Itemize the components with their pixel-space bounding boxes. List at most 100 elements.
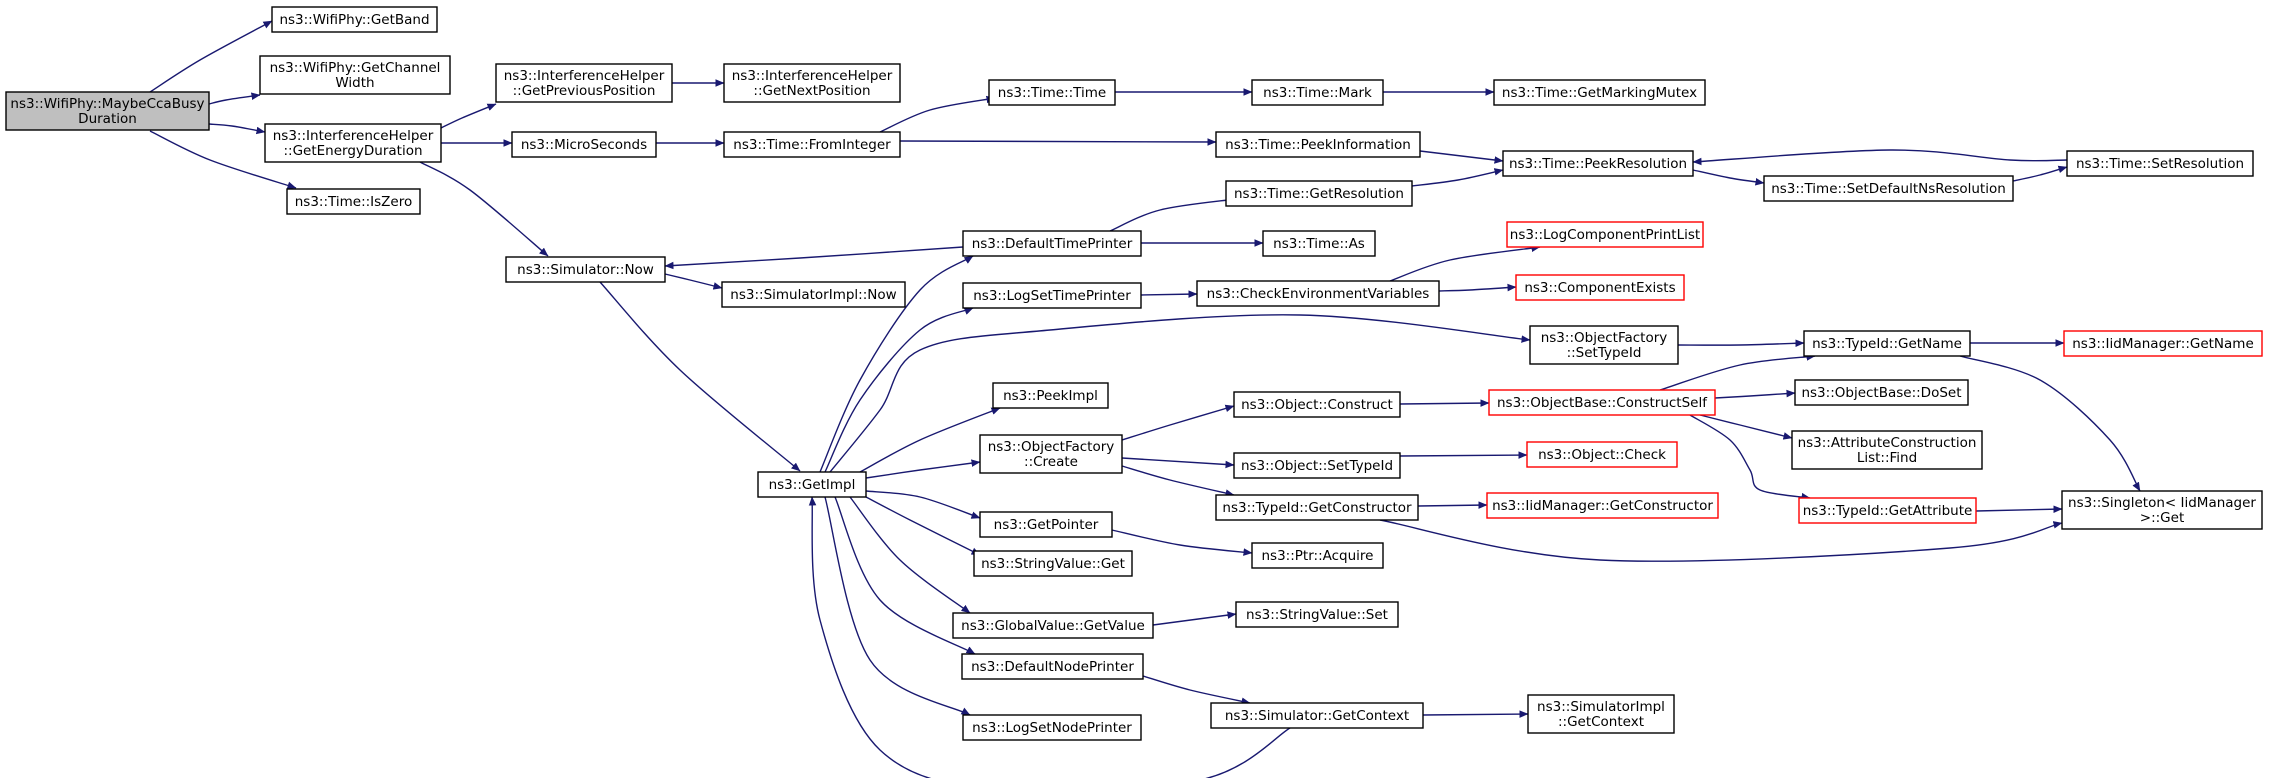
node-box-logsnp[interactable] [962,714,1142,741]
node-getpointer[interactable]: ns3::GetPointer [979,511,1113,538]
node-peekres[interactable]: ns3::Time::PeekResolution [1502,150,1694,177]
node-ihnext[interactable]: ns3::InterferenceHelper::GetNextPosition [723,63,901,103]
node-box-setdefns[interactable] [1763,175,2014,202]
node-svget[interactable]: ns3::StringValue::Get [973,550,1133,577]
node-box-ihnext[interactable] [723,63,901,103]
node-logstp[interactable]: ns3::LogSetTimePrinter [962,282,1142,309]
node-ihprev[interactable]: ns3::InterferenceHelper::GetPreviousPosi… [495,63,673,103]
node-box-getres[interactable] [1225,180,1413,207]
node-tidgetattr[interactable]: ns3::TypeId::GetAttribute [1798,497,1977,524]
node-box-obdoset[interactable] [1794,379,1969,406]
node-box-iidname[interactable] [2063,330,2263,357]
node-tidgetctor[interactable]: ns3::TypeId::GetConstructor [1215,494,1419,521]
node-box-tidgetattr[interactable] [1798,497,1977,524]
node-simimplnow[interactable]: ns3::SimulatorImpl::Now [721,281,906,308]
node-ptracquire[interactable]: ns3::Ptr::Acquire [1251,542,1384,569]
node-fromint[interactable]: ns3::Time::FromInteger [723,131,901,158]
node-box-setres[interactable] [2066,150,2254,177]
node-timetime[interactable]: ns3::Time::Time [988,79,1116,106]
node-box-simnow[interactable] [505,256,666,283]
node-box-checkenv[interactable] [1196,280,1440,307]
node-getband[interactable]: ns3::WifiPhy::GetBand [271,6,438,33]
node-box-ihenergy[interactable] [264,123,442,163]
node-box-peekinfo[interactable] [1215,131,1421,158]
node-ofcreate[interactable]: ns3::ObjectFactory::Create [979,434,1123,474]
node-box-gvgetvalue[interactable] [952,612,1154,639]
node-timeas[interactable]: ns3::Time::As [1262,230,1376,257]
node-markmutex[interactable]: ns3::Time::GetMarkingMutex [1493,79,1706,106]
node-box-getchw[interactable] [259,55,451,95]
node-box-micro[interactable] [511,131,657,158]
node-box-iszero[interactable] [286,188,421,215]
node-box-markmutex[interactable] [1493,79,1706,106]
node-box-defnp[interactable] [961,653,1144,680]
node-box-getimpl[interactable] [757,471,867,498]
node-box-attrfind[interactable] [1791,430,1983,470]
node-ihenergy[interactable]: ns3::InterferenceHelper::GetEnergyDurati… [264,123,442,163]
node-box-ofcreate[interactable] [979,434,1123,474]
node-box-ptracquire[interactable] [1251,542,1384,569]
node-box-timemark[interactable] [1251,79,1384,106]
node-simimplctx[interactable]: ns3::SimulatorImpl::GetContext [1527,694,1675,734]
node-svset[interactable]: ns3::StringValue::Set [1235,601,1399,628]
node-micro[interactable]: ns3::MicroSeconds [511,131,657,158]
node-peekimpl[interactable]: ns3::PeekImpl [992,382,1109,409]
node-timemark[interactable]: ns3::Time::Mark [1251,79,1384,106]
node-logsnp[interactable]: ns3::LogSetNodePrinter [962,714,1142,741]
node-box-maybe[interactable] [5,91,210,131]
node-box-simimplnow[interactable] [721,281,906,308]
node-box-tidname[interactable] [1803,330,1971,357]
node-getres[interactable]: ns3::Time::GetResolution [1225,180,1413,207]
node-box-getband[interactable] [271,6,438,33]
node-box-peekres[interactable] [1502,150,1694,177]
node-peekinfo[interactable]: ns3::Time::PeekInformation [1215,131,1421,158]
node-box-logstp[interactable] [962,282,1142,309]
node-box-timeas[interactable] [1262,230,1376,257]
node-box-logctp[interactable] [1506,221,1704,248]
node-setdefns[interactable]: ns3::Time::SetDefaultNsResolution [1763,175,2014,202]
node-singleton[interactable]: ns3::Singleton< IidManager>::Get [2061,490,2263,530]
node-box-obconstructself[interactable] [1488,389,1716,416]
node-box-iidgetctor[interactable] [1486,492,1719,519]
node-logctp[interactable]: ns3::LogComponentPrintList [1506,221,1704,248]
node-objcheck[interactable]: ns3::Object::Check [1526,441,1678,468]
node-box-getpointer[interactable] [979,511,1113,538]
node-checkenv[interactable]: ns3::CheckEnvironmentVariables [1196,280,1440,307]
node-setres[interactable]: ns3::Time::SetResolution [2066,150,2254,177]
node-box-ihprev[interactable] [495,63,673,103]
node-box-svset[interactable] [1235,601,1399,628]
node-obconstructself[interactable]: ns3::ObjectBase::ConstructSelf [1488,389,1716,416]
node-box-tidgetctor[interactable] [1215,494,1419,521]
node-box-peekimpl[interactable] [992,382,1109,409]
node-objconstruct[interactable]: ns3::Object::Construct [1233,391,1401,418]
node-box-svget[interactable] [973,550,1133,577]
node-tidname[interactable]: ns3::TypeId::GetName [1803,330,1971,357]
node-ofsettid[interactable]: ns3::ObjectFactory::SetTypeId [1529,325,1679,365]
node-iszero[interactable]: ns3::Time::IsZero [286,188,421,215]
node-simnow[interactable]: ns3::Simulator::Now [505,256,666,283]
node-deftp[interactable]: ns3::DefaultTimePrinter [962,230,1142,257]
node-box-singleton[interactable] [2061,490,2263,530]
node-defnp[interactable]: ns3::DefaultNodePrinter [961,653,1144,680]
node-getimpl[interactable]: ns3::GetImpl [757,471,867,498]
node-box-timetime[interactable] [988,79,1116,106]
node-box-deftp[interactable] [962,230,1142,257]
node-box-objsettid[interactable] [1233,452,1401,479]
node-box-fromint[interactable] [723,131,901,158]
node-box-objcheck[interactable] [1526,441,1678,468]
node-objsettid[interactable]: ns3::Object::SetTypeId [1233,452,1401,479]
node-gvgetvalue[interactable]: ns3::GlobalValue::GetValue [952,612,1154,639]
node-simgetctx[interactable]: ns3::Simulator::GetContext [1210,702,1424,729]
node-iidgetctor[interactable]: ns3::IidManager::GetConstructor [1486,492,1719,519]
node-box-simgetctx[interactable] [1210,702,1424,729]
node-obdoset[interactable]: ns3::ObjectBase::DoSet [1794,379,1969,406]
node-box-compexists[interactable] [1515,274,1685,301]
node-compexists[interactable]: ns3::ComponentExists [1515,274,1685,301]
node-iidname[interactable]: ns3::IidManager::GetName [2063,330,2263,357]
node-box-simimplctx[interactable] [1527,694,1675,734]
node-box-objconstruct[interactable] [1233,391,1401,418]
node-box-ofsettid[interactable] [1529,325,1679,365]
